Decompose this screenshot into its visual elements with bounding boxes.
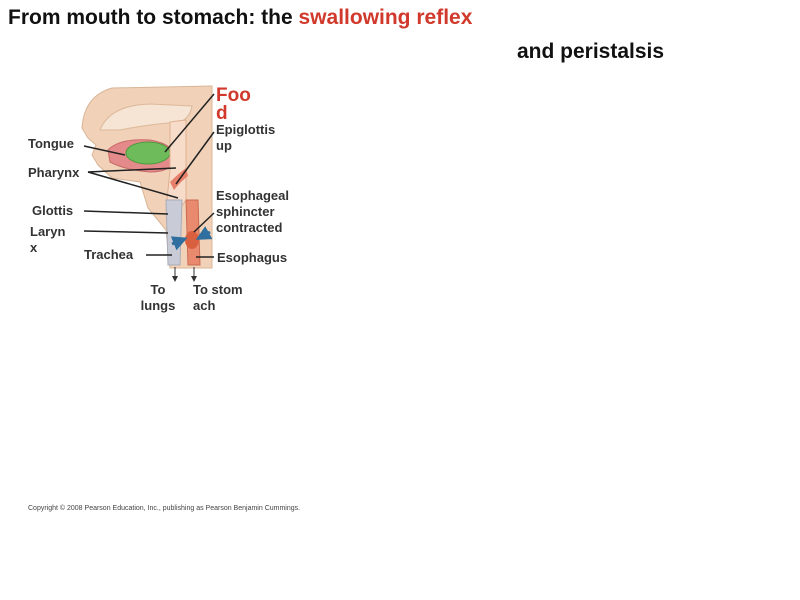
label-food: Food (216, 87, 256, 123)
esophageal-sphincter (185, 231, 199, 249)
label-pharynx: Pharynx (28, 165, 79, 181)
label-trachea: Trachea (84, 247, 133, 263)
label-epiglottis-up: Epiglottis up (216, 122, 278, 154)
label-larynx: Larynx (30, 224, 72, 256)
label-tongue: Tongue (28, 136, 74, 152)
label-to-lungs: To lungs (136, 282, 180, 314)
copyright-notice: Copyright © 2008 Pearson Education, Inc.… (28, 505, 300, 512)
food-bolus (126, 142, 170, 164)
label-esophagus: Esophagus (217, 250, 293, 266)
label-to-stomach: To stomach (193, 282, 249, 314)
leader-larynx (84, 231, 168, 233)
label-esophageal-sphincter: Esophageal sphincter contracted (216, 188, 308, 236)
label-glottis: Glottis (32, 203, 74, 225)
